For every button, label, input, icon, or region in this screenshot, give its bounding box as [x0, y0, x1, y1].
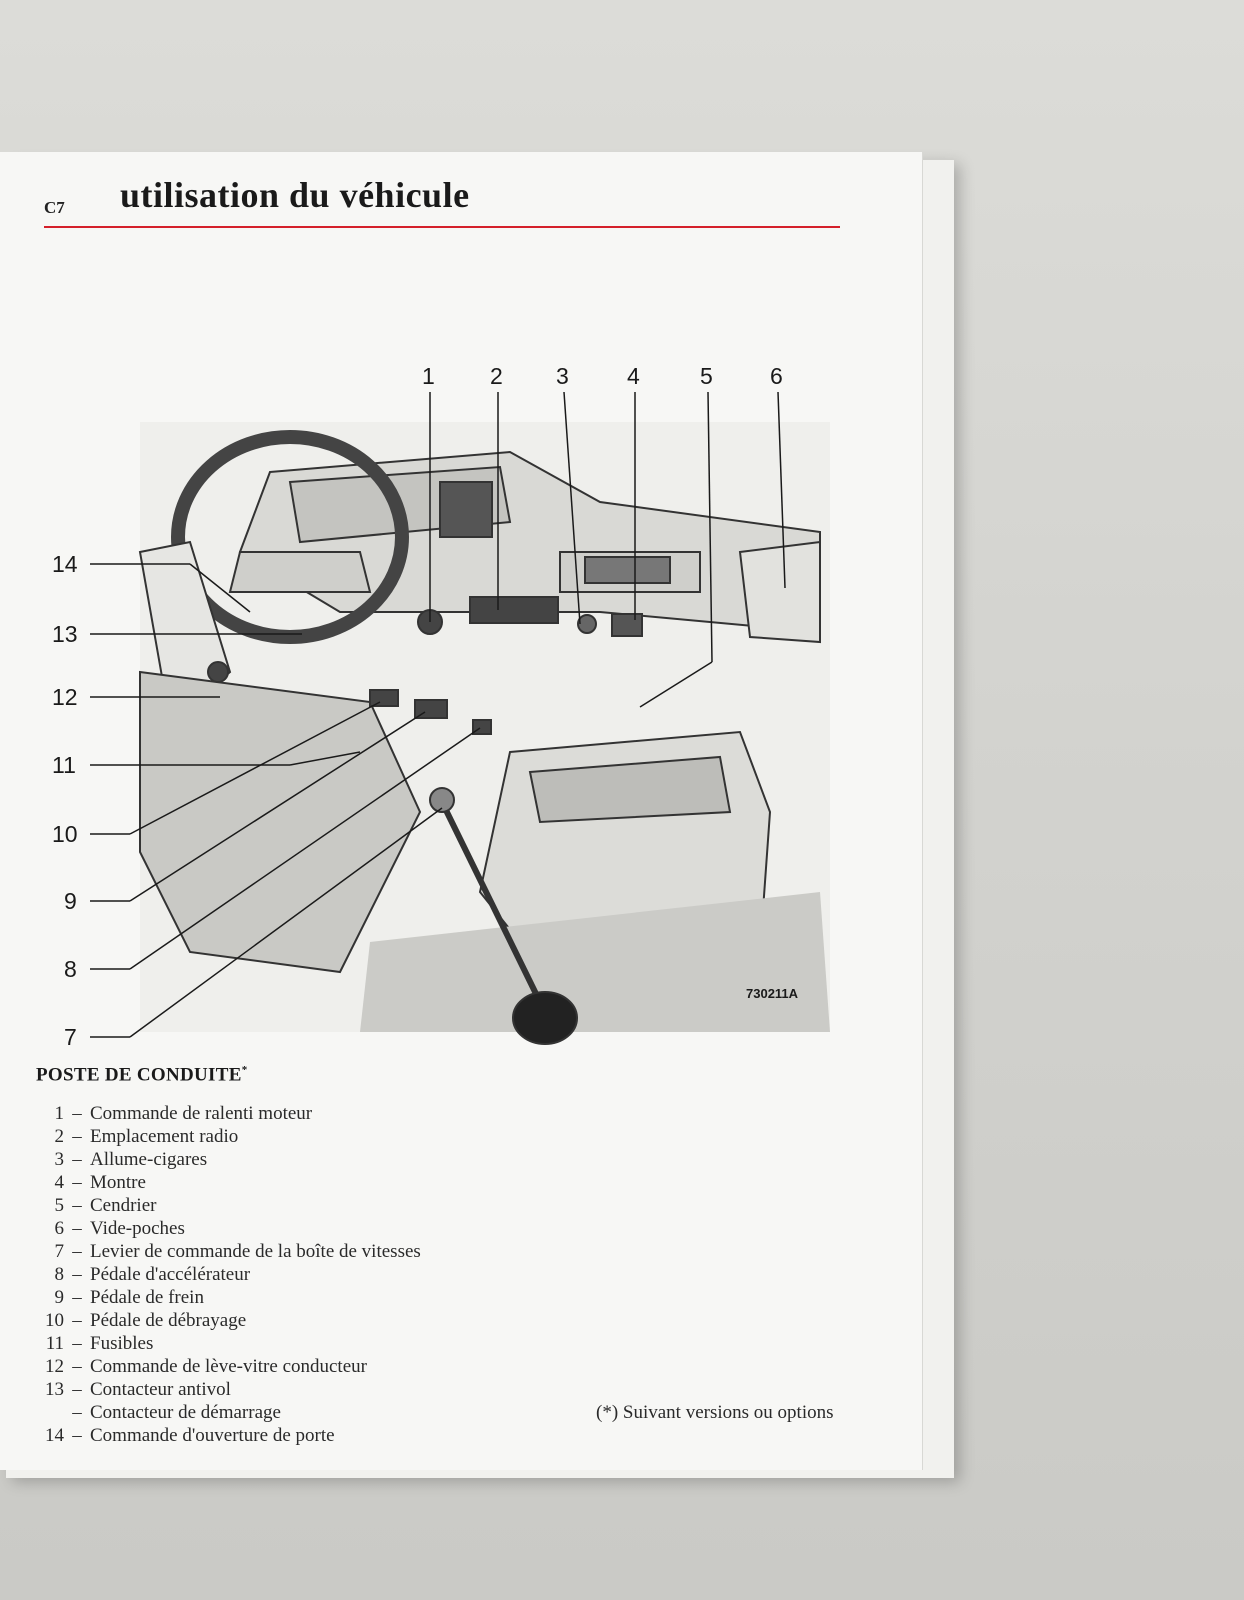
legend-label: Pédale d'accélérateur [90, 1264, 251, 1285]
legend-label: Contacteur de démarrage [90, 1402, 281, 1423]
callout-14: 14 [52, 551, 78, 577]
legend-number: 3 [54, 1149, 65, 1170]
callout-12: 12 [52, 684, 78, 710]
legend-number: 14 [45, 1425, 64, 1446]
legend-number: 7 [54, 1241, 65, 1262]
legend-list: 1–Commande de ralenti moteur 2–Emplaceme… [36, 1102, 421, 1447]
legend-item: 3–Allume-cigares [36, 1148, 421, 1171]
callout-9: 9 [64, 888, 77, 914]
dashboard-diagram: 1 2 3 4 5 6 14 13 12 11 10 9 8 7 730211A [52, 363, 830, 1050]
legend-label: Levier de commande de la boîte de vitess… [90, 1241, 421, 1262]
legend-item: 4–Montre [36, 1171, 421, 1194]
legend-number: 1 [54, 1103, 65, 1124]
legend-number: 6 [54, 1218, 65, 1239]
section-title: POSTE DE CONDUITE* [36, 1064, 248, 1086]
legend-item: 14–Commande d'ouverture de porte [36, 1424, 421, 1447]
legend-label: Pédale de débrayage [90, 1310, 247, 1331]
legend-item: 13–Contacteur antivol [36, 1378, 421, 1401]
legend-item: 5–Cendrier [36, 1194, 421, 1217]
legend-number [36, 1401, 64, 1424]
callout-7: 7 [64, 1024, 77, 1050]
callout-10: 10 [52, 821, 78, 847]
callout-13: 13 [52, 621, 78, 647]
legend-item: 6–Vide-poches [36, 1217, 421, 1240]
callout-5: 5 [700, 363, 713, 389]
legend-number: 2 [54, 1126, 65, 1147]
legend-item: 8–Pédale d'accélérateur [36, 1263, 421, 1286]
legend-label: Emplacement radio [90, 1126, 239, 1147]
legend-item: 1–Commande de ralenti moteur [36, 1102, 421, 1125]
legend-label: Montre [90, 1172, 146, 1193]
legend-number: 5 [54, 1195, 65, 1216]
callout-2: 2 [490, 363, 503, 389]
legend-item: 10–Pédale de débrayage [36, 1309, 421, 1332]
title-rule [44, 226, 840, 228]
legend-label: Commande d'ouverture de porte [90, 1425, 335, 1446]
legend-label: Contacteur antivol [90, 1379, 231, 1400]
leader-lines [90, 391, 786, 1038]
legend-number: 11 [45, 1333, 64, 1354]
legend-item: 12–Commande de lève-vitre conducteur [36, 1355, 421, 1378]
legend-item: 2–Emplacement radio [36, 1125, 421, 1148]
callout-4: 4 [627, 363, 640, 389]
diagram-reference-code: 730211A [746, 986, 799, 1001]
legend-label: Cendrier [90, 1195, 157, 1216]
legend-number: 13 [45, 1379, 64, 1400]
section-title-mark: * [241, 1064, 248, 1076]
legend-label: Vide-poches [90, 1218, 185, 1239]
page-number: C7 [44, 198, 65, 217]
page-title: utilisation du véhicule [120, 175, 470, 215]
legend-label: Pédale de frein [90, 1287, 204, 1308]
legend-number: 10 [45, 1310, 64, 1331]
callout-1: 1 [422, 363, 435, 389]
legend-label: Allume-cigares [90, 1149, 208, 1170]
legend-number: 8 [54, 1264, 65, 1285]
callout-8: 8 [64, 956, 77, 982]
callout-6: 6 [770, 363, 783, 389]
callout-3: 3 [556, 363, 569, 389]
legend-label: Commande de ralenti moteur [90, 1103, 313, 1124]
callout-11: 11 [52, 752, 76, 778]
legend-item: 11–Fusibles [36, 1332, 421, 1355]
legend-label: Fusibles [90, 1333, 154, 1354]
legend-number: 9 [54, 1287, 65, 1308]
legend-number: 4 [54, 1172, 65, 1193]
section-title-text: POSTE DE CONDUITE [36, 1064, 242, 1086]
legend-label: Commande de lève-vitre conducteur [90, 1356, 367, 1377]
footnote: (*) Suivant versions ou options [596, 1402, 834, 1423]
manual-page: C7 utilisation du véhicule [0, 152, 923, 1470]
legend-item: 7–Levier de commande de la boîte de vite… [36, 1240, 421, 1263]
legend-item: 9–Pédale de frein [36, 1286, 421, 1309]
dashboard-illustration [138, 422, 830, 1045]
legend-item: –Contacteur de démarrage [36, 1401, 421, 1424]
legend-number: 12 [45, 1356, 64, 1377]
